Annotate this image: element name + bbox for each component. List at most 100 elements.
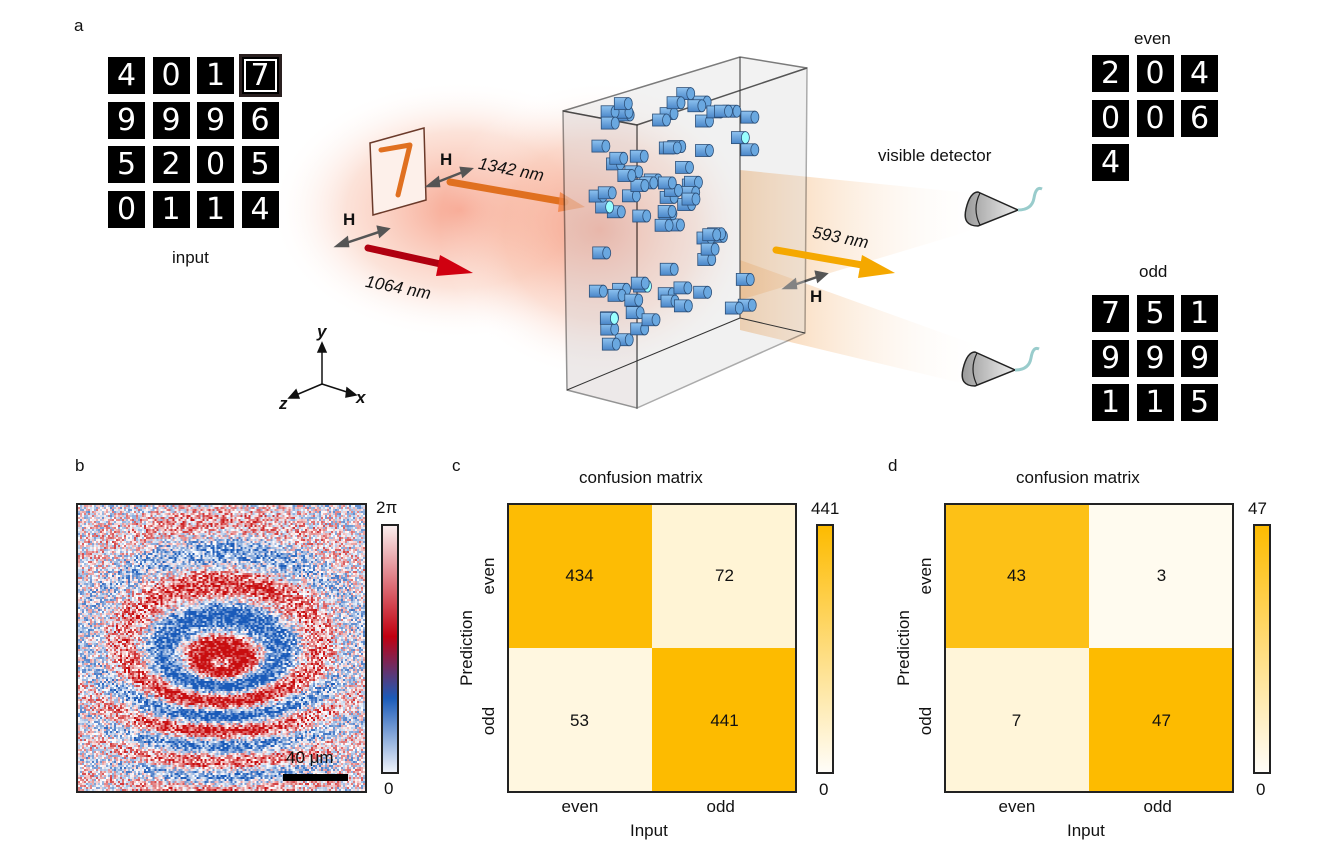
digit-tile: 9 [1181, 339, 1218, 377]
nanopillar [624, 293, 644, 307]
digit-tile: 4 [108, 57, 145, 94]
nanopillar [600, 116, 620, 130]
digit-tile: 5 [1181, 384, 1218, 421]
digit-tile: 0 [1136, 55, 1174, 92]
output-beam-odd [740, 260, 990, 390]
y-tick-label: odd [916, 706, 935, 735]
y-tick-label: even [916, 557, 935, 594]
nanopillar [702, 228, 722, 242]
digit-tile: 5 [1136, 295, 1174, 332]
output-beam-even [740, 170, 990, 300]
matrix-cell: 7 [944, 648, 1089, 793]
cell-value: 47 [1152, 710, 1171, 730]
nanopillar [673, 281, 693, 295]
x-axis-label: Input [1067, 821, 1105, 840]
matrix-cell: 434 [507, 503, 652, 648]
nanopillar [740, 143, 760, 157]
nanopillar [607, 288, 627, 302]
nanopillar [673, 299, 693, 313]
matrix-cell: 47 [1089, 648, 1234, 793]
digit-tile: 7 [241, 57, 279, 94]
nanopillar [617, 169, 637, 182]
polarization-arrow-icon [781, 270, 829, 290]
digit-tile: 1 [152, 190, 190, 228]
panel-c-label: c [452, 456, 461, 475]
cell-value: 43 [1007, 565, 1026, 585]
nanopillar [731, 131, 750, 145]
nanopillar [609, 151, 629, 165]
cell-value: 72 [715, 565, 734, 585]
digit-tile: 5 [108, 146, 145, 183]
digit-tile: 0 [152, 57, 190, 94]
coordinate-axes-icon [287, 341, 358, 399]
digit-tile: 9 [1136, 339, 1174, 377]
phase-map [76, 503, 367, 793]
nanopillar [601, 337, 621, 351]
cell-value: 434 [565, 565, 594, 585]
y-tick-label: even [479, 557, 498, 594]
nanopillar [625, 306, 645, 320]
digit-tile: 7 [1092, 295, 1129, 332]
matrix-cell: 3 [1089, 503, 1234, 648]
nanopillar [740, 110, 760, 124]
colorbar-max-label: 2π [376, 498, 398, 517]
colorbar-min-label: 0 [384, 779, 394, 798]
nanopillar [600, 322, 620, 336]
nanopillar [592, 246, 612, 260]
digit-tile: 0 [108, 190, 145, 228]
nanopillar [614, 333, 634, 347]
axis-y-label: y [317, 322, 327, 341]
chart-title: confusion matrix [1016, 468, 1140, 487]
axis-z-label: z [279, 394, 288, 413]
digit-tile: 1 [1092, 384, 1129, 421]
nanopillar-slab [562, 56, 808, 410]
phase-colorbar [381, 524, 399, 774]
matrix-frame [944, 503, 1234, 793]
matrix-cell: 53 [507, 648, 652, 793]
nanopillar [599, 311, 619, 325]
polarization-label: H [810, 287, 823, 306]
nanopillar [666, 96, 686, 110]
detector-odd-icon [961, 346, 1040, 387]
nanopillar [597, 186, 617, 200]
digit-tile: 0 [1136, 99, 1174, 137]
colorbar-min-label: 0 [819, 780, 829, 799]
detector-label: visible detector [878, 146, 992, 165]
matrix-cell: 441 [652, 648, 797, 793]
digit-tile: 0 [1092, 99, 1129, 137]
digit-tile: 0 [197, 146, 234, 183]
nanopillar [657, 176, 677, 190]
x-tick-label: even [561, 797, 599, 816]
input-image-card [369, 127, 427, 216]
digit-tile: 1 [1181, 295, 1218, 332]
nanopillar [595, 200, 615, 214]
digit-tile: 4 [241, 190, 279, 228]
nanopillar [693, 285, 713, 299]
nanopillar [630, 179, 650, 192]
polarization-arrow-icon [333, 225, 391, 248]
nanopillar [700, 242, 720, 256]
colorbar-max-label: 441 [811, 499, 840, 518]
nanopillar [714, 104, 733, 118]
matrix-frame [507, 503, 797, 793]
nanopillar [606, 205, 626, 219]
panel-d-label: d [888, 456, 898, 475]
output-593-arrow [772, 246, 895, 278]
nanopillar [697, 253, 717, 266]
digit-tile: 2 [1092, 55, 1129, 92]
colorbar [1253, 524, 1271, 774]
nanopillar [591, 139, 611, 153]
nanopillar [652, 113, 671, 127]
digit-tile: 4 [1181, 55, 1218, 92]
nanopillar [675, 161, 694, 174]
nanopillar [622, 189, 641, 203]
colorbar-max-label: 47 [1248, 499, 1267, 518]
colorbar [816, 524, 834, 774]
digit-seven-icon [378, 142, 413, 198]
odd-label: odd [1139, 262, 1168, 281]
even-label: even [1134, 29, 1171, 48]
setup-diagram [270, 56, 1043, 410]
nanopillar [687, 99, 707, 113]
matrix-cell: 43 [944, 503, 1089, 648]
